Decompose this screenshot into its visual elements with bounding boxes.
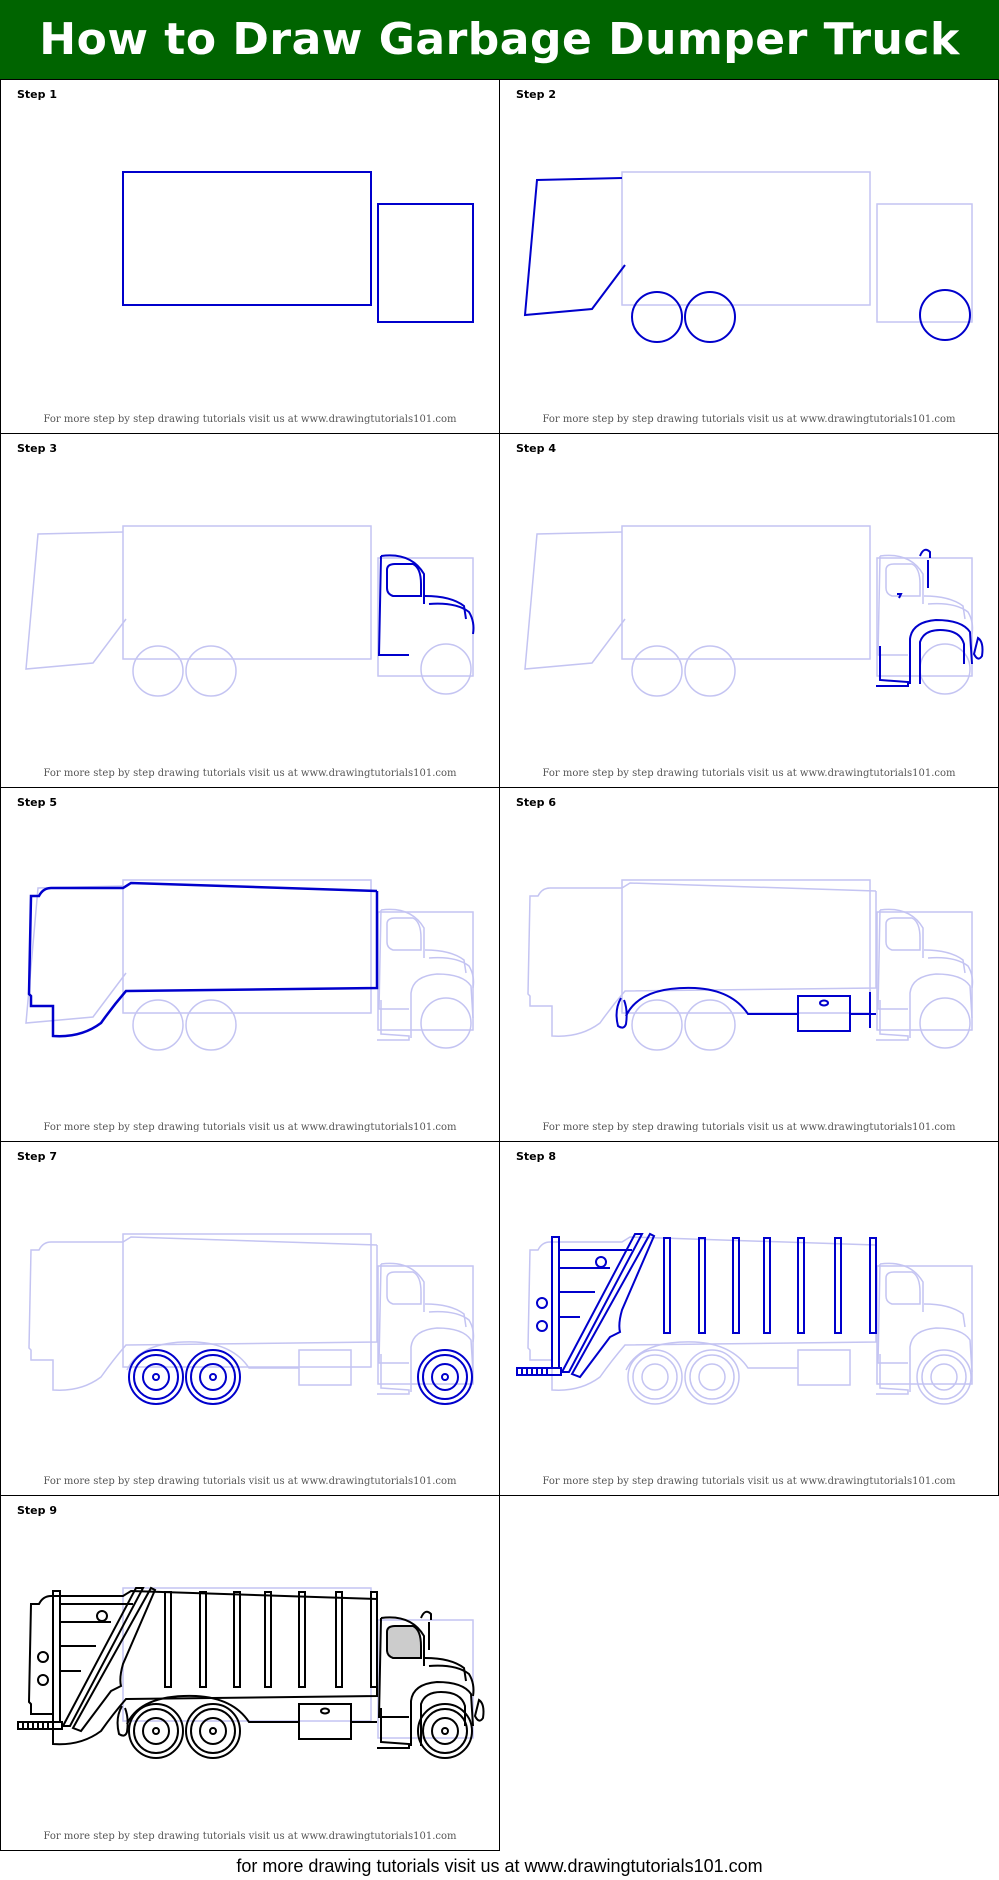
step-panel-8: Step 8 For more step by step drawing tut… [499,1141,999,1496]
step-label: Step 8 [516,1150,556,1163]
step-9-drawing [17,1586,485,1759]
credit-text: For more step by step drawing tutorials … [43,1831,457,1842]
step-panel-3: Step 3 For more step by step drawing tut… [0,433,500,788]
title-banner: How to Draw Garbage Dumper Truck [0,0,999,79]
credit-text: For more step by step drawing tutorials … [542,1476,956,1487]
step-label: Step 9 [17,1504,57,1517]
step-panel-9: Step 9 For more step by step drawing tut… [0,1495,500,1851]
step-label: Step 7 [17,1150,57,1163]
credit-text: For more step by step drawing tutorials … [542,414,956,425]
step-panel-2: Step 2 For more step by step drawing tut… [499,79,999,434]
credit-text: For more step by step drawing tutorials … [43,768,457,779]
step-label: Step 1 [17,88,57,101]
credit-text: For more step by step drawing tutorials … [43,414,457,425]
step-6-drawing [527,879,974,1051]
step-5-drawing [25,879,475,1051]
credit-text: For more step by step drawing tutorials … [542,768,956,779]
step-1-drawing [122,171,474,323]
credit-text: For more step by step drawing tutorials … [43,1122,457,1133]
step-panel-6: Step 6 For more step by step drawing tut… [499,787,999,1142]
steps-grid: Step 1 For more step by step drawing tut… [0,79,999,1851]
step-label: Step 5 [17,796,57,809]
step-4-drawing [524,525,984,697]
step-panel-5: Step 5 For more step by step drawing tut… [0,787,500,1142]
step-label: Step 2 [516,88,556,101]
credit-text: For more step by step drawing tutorials … [43,1476,457,1487]
step-panel-7: Step 7 For more step by step drawing tut… [0,1141,500,1496]
step-panel-4: Step 4 For more step by step drawing tut… [499,433,999,788]
step-3-drawing [25,525,475,697]
step-8-drawing [516,1232,973,1405]
step-label: Step 6 [516,796,556,809]
step-7-drawing [28,1233,475,1405]
step-label: Step 4 [516,442,556,455]
step-panel-1: Step 1 For more step by step drawing tut… [0,79,500,434]
credit-text: For more step by step drawing tutorials … [542,1122,956,1133]
step-label: Step 3 [17,442,57,455]
footer-link-text: for more drawing tutorials visit us at w… [236,1856,763,1876]
step-2-drawing [523,171,973,343]
page-title: How to Draw Garbage Dumper Truck [39,14,960,65]
